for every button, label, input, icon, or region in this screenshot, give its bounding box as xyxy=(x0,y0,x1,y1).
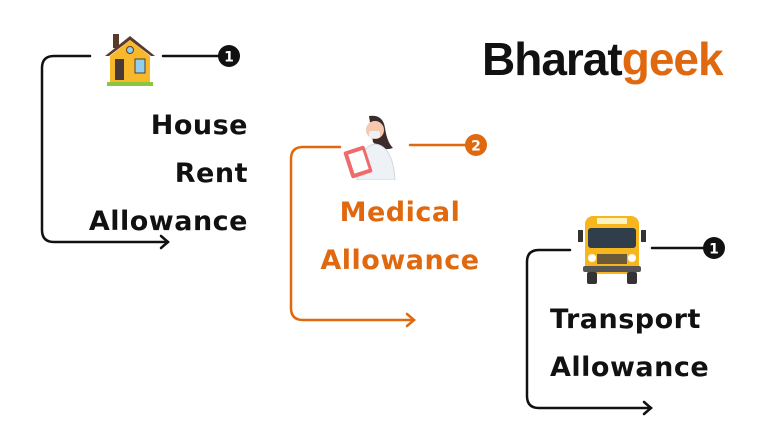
logo-part2: geek xyxy=(621,33,724,85)
transport-label: Transport Allowance xyxy=(550,296,750,392)
logo-part1: Bharat xyxy=(482,33,623,85)
medical-label: Medical Allowance xyxy=(300,189,500,285)
badge-3: 1 xyxy=(703,237,725,259)
medical-connector xyxy=(289,143,468,328)
label-line1: Medical xyxy=(339,197,461,228)
svg-text:2: 2 xyxy=(471,139,481,155)
bharatgeek-logo: Bharatgeek xyxy=(482,32,724,86)
label-line1: House Rent xyxy=(150,110,248,189)
label-line2: Allowance xyxy=(88,206,248,237)
school-bus-icon xyxy=(578,216,646,284)
badge-2: 2 xyxy=(465,134,487,156)
svg-text:1: 1 xyxy=(224,50,234,66)
label-line1: Transport xyxy=(550,304,701,335)
label-line2: Allowance xyxy=(320,245,480,276)
badge-1: 1 xyxy=(218,45,240,67)
transport-connector xyxy=(525,246,707,416)
label-line2: Allowance xyxy=(550,352,710,383)
doctor-icon xyxy=(343,115,396,180)
house-rent-connector xyxy=(40,54,222,250)
house-icon xyxy=(105,34,155,86)
house-rent-label: House Rent Allowance xyxy=(70,102,248,246)
svg-text:1: 1 xyxy=(709,242,719,258)
